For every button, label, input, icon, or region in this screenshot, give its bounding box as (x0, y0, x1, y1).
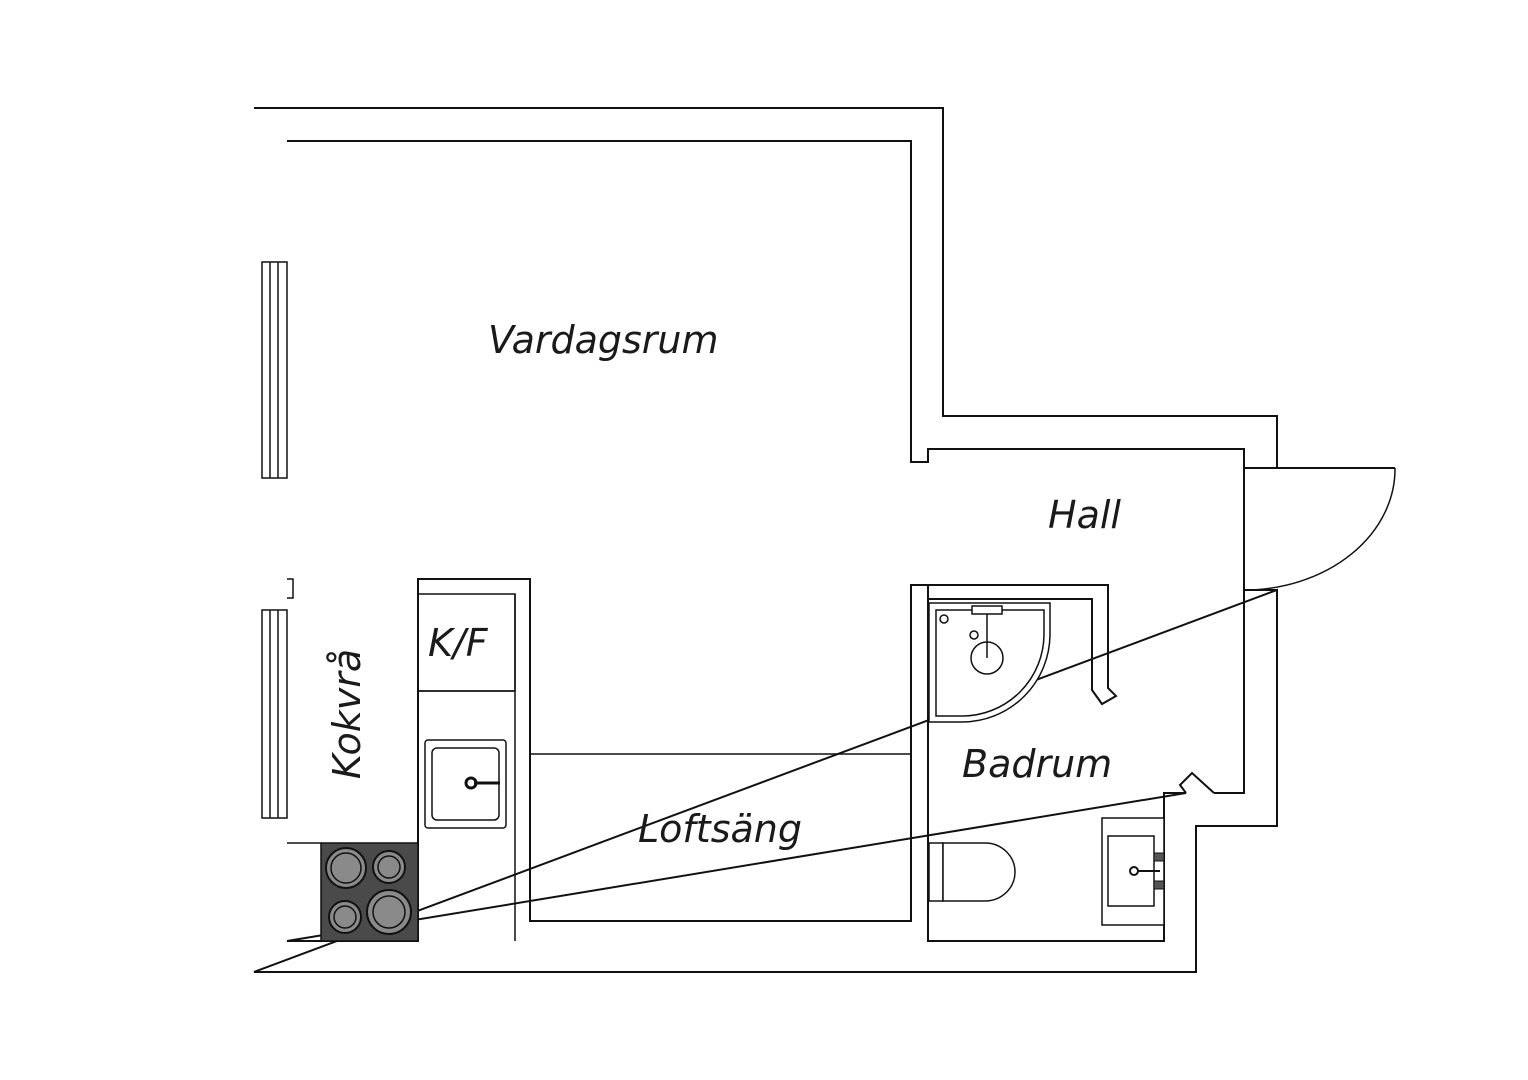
bath-partition (928, 584, 1118, 706)
outer-wall (253, 107, 1278, 973)
door-swing-icon (1243, 467, 1396, 591)
room-label-kokvra: Kokvrå (325, 648, 369, 780)
room-label-kf: K/F (428, 621, 488, 665)
stove-icon (287, 842, 419, 942)
shower-icon (928, 602, 1051, 723)
bath-door-stub (1178, 771, 1215, 794)
toilet-icon (928, 842, 1016, 902)
room-label-loftsang: Loftsäng (638, 807, 802, 851)
sink-icon (424, 739, 507, 829)
room-label-badrum: Badrum (962, 742, 1113, 786)
room-label-hall: Hall (1048, 493, 1121, 537)
window-icon (261, 609, 288, 819)
room-label-vardagsrum: Vardagsrum (488, 318, 719, 362)
washbasin-icon (1101, 817, 1165, 926)
wall-notch (287, 578, 294, 599)
window-icon (261, 261, 288, 479)
